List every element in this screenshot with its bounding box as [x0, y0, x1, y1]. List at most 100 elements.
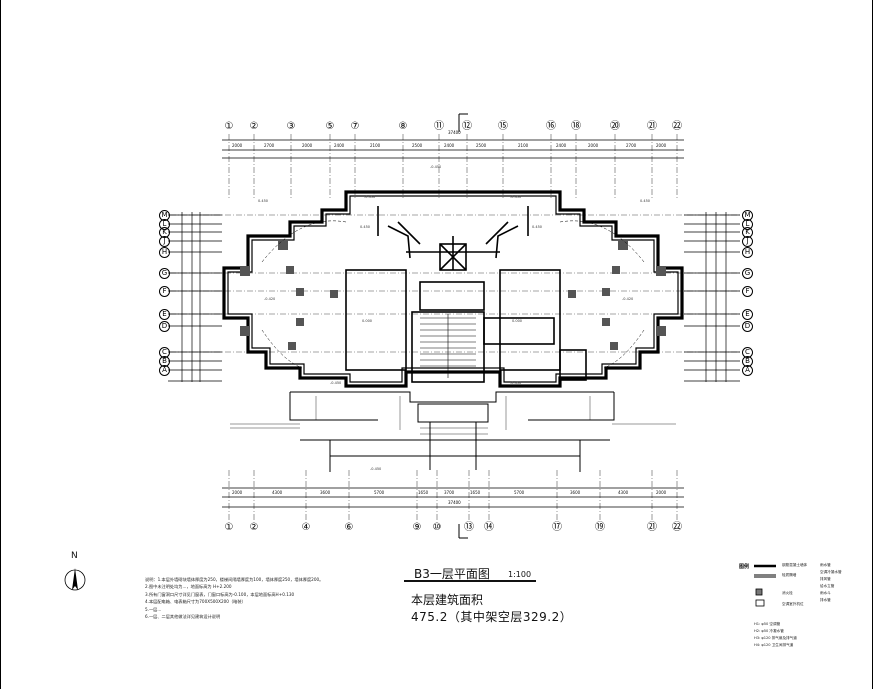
dimension-label-top: 2100: [518, 143, 529, 148]
dimension-label-bottom: 2000: [656, 490, 667, 495]
legend-code: H4: φ120 卫生间排气道: [754, 643, 794, 647]
svg-text:0.450: 0.450: [258, 199, 268, 203]
axis-bubble-bottom: ㉑: [647, 522, 657, 533]
legend-code: H3: φ120 排气扇及排气道: [754, 636, 797, 640]
note-line: 3.所有门窗洞口尺寸详见门窗表，门窗口标高为-0.100，本层地面标高H+0.1…: [145, 591, 295, 597]
legend-item: 消火栓: [782, 591, 793, 595]
axis-bubble-bottom: ㉒: [672, 522, 682, 533]
svg-text:-0.450: -0.450: [510, 195, 521, 199]
dimension-label-bottom: 4300: [618, 490, 629, 495]
svg-text:-0.420: -0.420: [622, 297, 633, 301]
title-underline: [404, 580, 536, 582]
dimension-label-bottom: 1650: [470, 490, 481, 495]
axis-bubble-left: A: [159, 365, 170, 376]
north-label: N: [71, 551, 78, 561]
note-line: 4.本层配电箱、电表箱尺寸为700X500X200（暗装）: [145, 599, 246, 605]
interior-walls: [345, 206, 587, 383]
dimension-label-top: 2400: [334, 143, 345, 148]
axis-bubble-bottom: ⑥: [344, 522, 354, 533]
left-dimension-lines: [168, 212, 222, 382]
dimension-label-top: 2000: [588, 143, 599, 148]
dimension-label-bottom: 2000: [232, 490, 243, 495]
legend-item: 空调室外机位: [782, 602, 804, 606]
legend-item: 空调冷凝水管: [820, 570, 842, 574]
dimension-label-top: 2500: [412, 143, 423, 148]
axis-bubble-bottom: ⑨: [412, 522, 422, 533]
axis-bubble-top: ①: [224, 121, 234, 132]
axis-bubble-right: J: [742, 236, 753, 247]
axis-bubble-left: D: [159, 321, 170, 332]
dimension-label-top: 2400: [556, 143, 567, 148]
dimension-label-bottom: 3700: [444, 490, 455, 495]
top-overall-dimension: 37400: [448, 130, 461, 135]
dimension-label-bottom: 3600: [320, 490, 331, 495]
axis-bubble-right: H: [742, 247, 753, 258]
drawing-scale: 1:100: [508, 570, 532, 579]
svg-text:0.450: 0.450: [640, 199, 650, 203]
building-inner-line: [227, 195, 679, 383]
legend-code: H2: φ50 冷凝水管: [754, 629, 784, 633]
axis-bubble-top: ⑳: [610, 121, 620, 132]
dimension-label-bottom: 3600: [570, 490, 581, 495]
drawing-title: B3一层平面图: [414, 567, 490, 581]
svg-text:-0.420: -0.420: [264, 297, 275, 301]
dimension-label-top: 2000: [656, 143, 667, 148]
dimension-label-bottom: 1650: [418, 490, 429, 495]
svg-text:0.450: 0.450: [532, 225, 542, 229]
floor-area-value: 475.2（其中架空层329.2）: [411, 610, 573, 624]
terrace-area: [289, 391, 615, 472]
axis-bubble-top: ③: [286, 121, 296, 132]
axis-bubble-top: ⑯: [546, 121, 556, 132]
building-outer-wall: [222, 190, 684, 388]
top-dimension-lines: [222, 139, 684, 159]
legend-symbols: [754, 564, 776, 607]
svg-text:-0.450: -0.450: [370, 467, 381, 471]
axis-bubble-top: ⑤: [325, 121, 335, 132]
axis-bubble-right: E: [742, 309, 753, 320]
axis-bubble-bottom: ⑰: [552, 522, 562, 533]
svg-text:0.000: 0.000: [362, 319, 372, 323]
axis-bubble-left: F: [159, 286, 170, 297]
dimension-label-bottom: 4300: [272, 490, 283, 495]
axis-bubble-top: ⑱: [571, 121, 581, 132]
bottom-overall-dimension: 37400: [448, 500, 461, 505]
axis-bubble-right: A: [742, 365, 753, 376]
north-arrow: [64, 568, 86, 591]
axis-bubble-right: D: [742, 321, 753, 332]
axis-bubble-top: ⑮: [498, 121, 508, 132]
svg-text:0.000: 0.000: [512, 319, 522, 323]
dimension-label-top: 2000: [302, 143, 313, 148]
axis-bubble-bottom: ⑲: [595, 522, 605, 533]
dimension-label-top: 2400: [444, 143, 455, 148]
legend-item: 轻质隔墙: [782, 573, 797, 577]
legend-item: 给水立管: [820, 584, 835, 588]
axis-bubble-top: ②: [249, 121, 259, 132]
note-line: 说明：1.本层外墙砌块墙体厚度为250，楼梯间隔墙厚度为100，墙体厚度250，…: [145, 577, 324, 582]
stair-treads: [420, 314, 476, 378]
axis-bubble-left: G: [159, 268, 170, 279]
axis-bubble-left: E: [159, 309, 170, 320]
dimension-label-bottom: 5700: [374, 490, 385, 495]
axis-bubble-right: F: [742, 286, 753, 297]
axis-bubble-top: ㉒: [672, 121, 682, 132]
legend-title: 图例: [739, 564, 750, 570]
legend-code: H1: φ50 空调管: [754, 622, 781, 626]
legend-item: 排水管: [820, 598, 831, 602]
vertical-axis-lines: [228, 134, 678, 520]
floor-area-label: 本层建筑面积: [411, 593, 484, 607]
svg-text:-0.450: -0.450: [510, 381, 521, 385]
design-notes: 说明：1.本层外墙砌块墙体厚度为250，楼梯间隔墙厚度为100，墙体厚度250，…: [145, 576, 335, 620]
axis-bubble-top: ㉑: [647, 121, 657, 132]
axis-bubble-bottom: ①: [224, 522, 234, 533]
note-line: 6.一层、二层其他做法详见建筑设计说明: [145, 614, 221, 620]
dimension-label-top: 2700: [264, 143, 275, 148]
dimension-label-top: 2000: [232, 143, 243, 148]
axis-bubble-top: ⑪: [434, 121, 444, 132]
axis-bubble-left: J: [159, 236, 170, 247]
axis-bubble-bottom: ②: [249, 522, 259, 533]
note-line: 2.图中未注明处均为...，地面标高为 H+2.200: [145, 584, 232, 590]
axis-bubble-bottom: ⑩: [432, 522, 442, 533]
svg-text:-0.450: -0.450: [364, 195, 375, 199]
axis-bubble-bottom: ⑬: [464, 522, 474, 533]
